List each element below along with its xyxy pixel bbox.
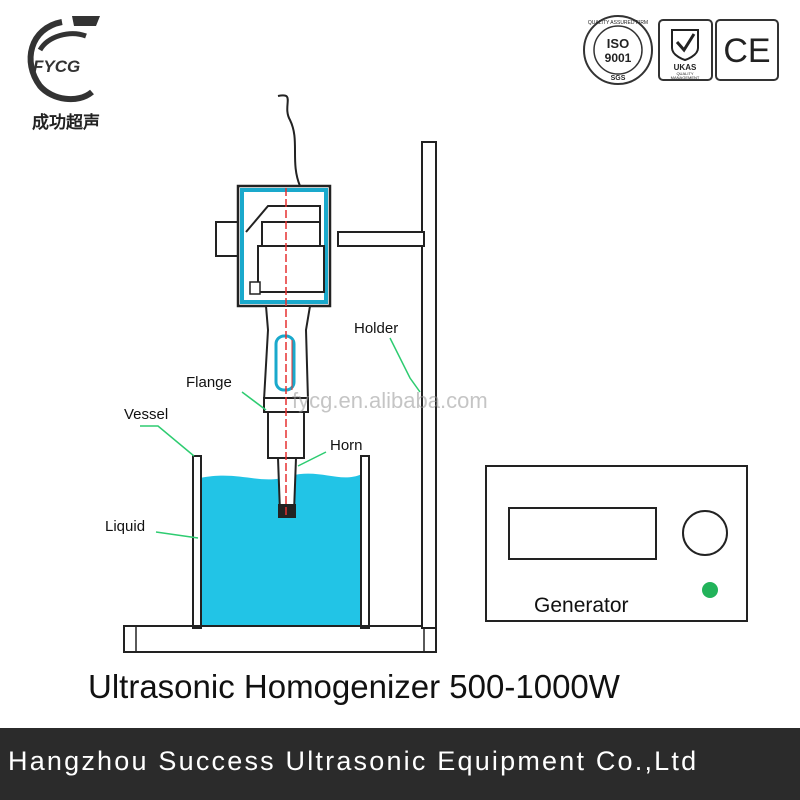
holder-pole xyxy=(421,141,437,629)
ukas-sub2: MANAGEMENT xyxy=(671,75,700,80)
ukas-sub1: QUALITY xyxy=(676,71,693,76)
ukas-main: UKAS xyxy=(674,63,697,72)
power-cable xyxy=(277,94,301,187)
ukas-mark: UKAS QUALITY MANAGEMENT xyxy=(658,19,713,81)
generator-display xyxy=(508,507,657,560)
fycg-logo: FYCG xyxy=(27,16,100,103)
iso-bottom: SGS xyxy=(611,75,626,82)
generator-label: Generator xyxy=(534,594,629,617)
generator xyxy=(485,465,748,622)
leader-lines xyxy=(140,337,421,539)
transducer-housing xyxy=(215,184,332,308)
ce-main: CE xyxy=(723,32,770,70)
power-indicator xyxy=(702,582,718,598)
watermark: fycg.en.alibaba.com xyxy=(292,388,488,413)
chinese-company-name: 成功超声 xyxy=(32,113,100,133)
liquid-label: Liquid xyxy=(105,518,146,535)
vessel xyxy=(192,455,370,629)
iso-sub: 9001 xyxy=(605,51,632,65)
generator-knob xyxy=(682,510,728,556)
stand-base xyxy=(123,625,437,653)
holder-label: Holder xyxy=(354,320,399,337)
footer-bar xyxy=(0,728,800,800)
company-name-footer: Hangzhou Success Ultrasonic Equipment Co… xyxy=(8,746,699,776)
ce-mark: CE xyxy=(715,19,779,81)
flange-label: Flange xyxy=(186,374,232,391)
vessel-label: Vessel xyxy=(124,406,169,423)
product-title: Ultrasonic Homogenizer 500-1000W xyxy=(88,668,620,705)
iso-9001-seal: ISO 9001 SGS QUALITY ASSURED FIRM xyxy=(583,15,653,85)
iso-top-text: QUALITY ASSURED FIRM xyxy=(588,20,648,26)
iso-main: ISO xyxy=(607,36,629,51)
holder-arm xyxy=(337,231,425,247)
horn-label: Horn xyxy=(330,437,363,454)
horn-assembly xyxy=(262,188,312,518)
logo-letters: FYCG xyxy=(33,57,80,76)
